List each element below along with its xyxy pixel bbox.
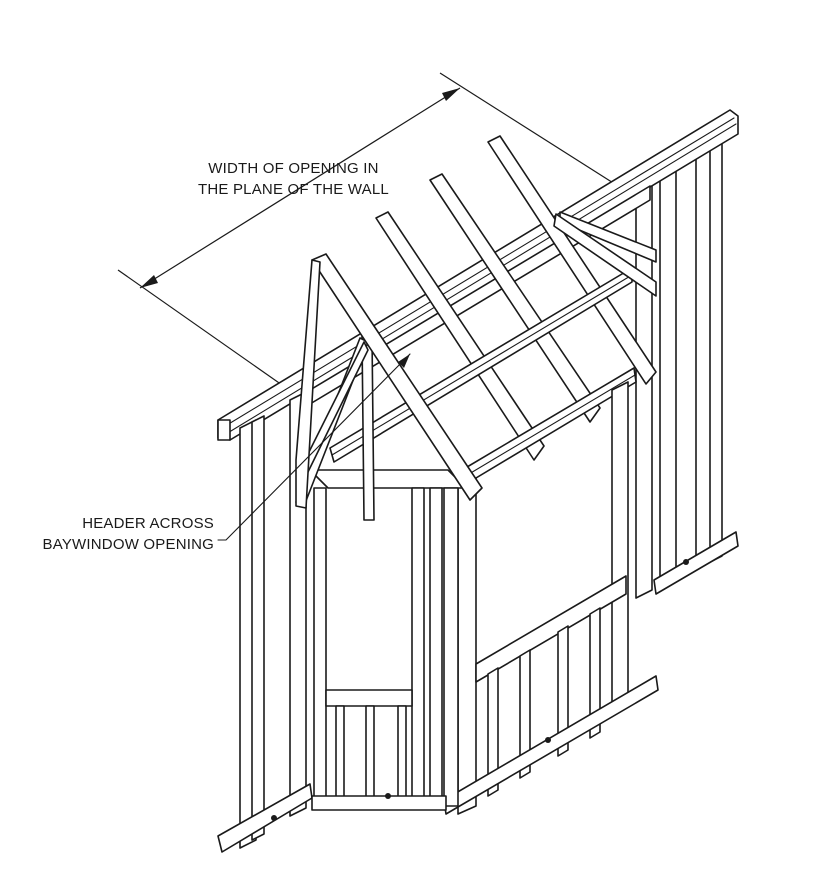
rafter-3 bbox=[429, 173, 601, 423]
anchor-bolt bbox=[683, 559, 689, 565]
dimension-arrow-right bbox=[442, 88, 460, 101]
bay-front-face bbox=[309, 469, 467, 811]
anchor-bolt bbox=[385, 793, 391, 799]
cripple-2 bbox=[519, 649, 531, 779]
right-bracing bbox=[553, 211, 657, 297]
bottom-track-right bbox=[653, 531, 739, 595]
bay-front-stud-corner bbox=[443, 487, 459, 807]
header-across-label: HEADER ACROSS BAYWINDOW OPENING bbox=[0, 513, 214, 555]
bay-front-cripple-2 bbox=[365, 705, 375, 799]
extension-line-left bbox=[117, 269, 293, 393]
header-leader-line bbox=[217, 353, 411, 541]
stud-right-2 bbox=[659, 163, 677, 587]
header-leader-arrow bbox=[398, 354, 410, 368]
bay-front-cripple-1 bbox=[335, 705, 345, 799]
roof-header bbox=[329, 267, 637, 485]
bay-front-header bbox=[309, 469, 467, 489]
bay-front-stud-right bbox=[411, 487, 425, 807]
cripple-1 bbox=[487, 667, 499, 797]
roof-header-front-edge bbox=[463, 374, 636, 478]
bay-corner-stud bbox=[457, 477, 477, 815]
bottom-track-bay-front bbox=[311, 795, 447, 811]
stud-right-king bbox=[635, 177, 653, 599]
rafter-1 bbox=[311, 253, 483, 501]
bay-front-sill bbox=[325, 689, 413, 707]
bay-front-cripple-3 bbox=[397, 705, 407, 799]
bottom-track-left bbox=[217, 783, 313, 853]
cripple-4 bbox=[589, 607, 601, 739]
dimension-line bbox=[139, 87, 461, 289]
rafter-2 bbox=[375, 211, 545, 461]
width-label-line-2: THE PLANE OF THE WALL bbox=[198, 181, 389, 198]
width-label-line-1: WIDTH OF OPENING IN bbox=[208, 160, 379, 177]
stud-right-end-2 bbox=[709, 137, 723, 563]
king-post bbox=[361, 335, 375, 521]
left-bracing bbox=[295, 335, 375, 521]
bay-front-stud-left bbox=[313, 487, 327, 807]
anchor-bolt bbox=[545, 737, 551, 743]
top-plate-end bbox=[217, 419, 231, 441]
anchor-bolt bbox=[271, 815, 277, 821]
brace-right-2 bbox=[553, 213, 657, 297]
stud-left-end-2 bbox=[251, 415, 265, 841]
dimension-arrow-left bbox=[140, 275, 158, 288]
ledger-edge bbox=[331, 274, 633, 456]
front-rafter bbox=[295, 253, 483, 509]
bay-right-stud bbox=[611, 381, 629, 715]
extension-line-right bbox=[439, 72, 619, 187]
header-label-line-2: BAYWINDOW OPENING bbox=[42, 536, 214, 553]
width-of-opening-label: WIDTH OF OPENING IN THE PLANE OF THE WAL… bbox=[198, 158, 389, 200]
rafters bbox=[375, 135, 657, 461]
bay-right-face bbox=[443, 381, 659, 815]
window-sill bbox=[475, 575, 627, 683]
header-label-line-1: HEADER ACROSS bbox=[82, 515, 214, 532]
bay-front-stud-right-2 bbox=[429, 487, 443, 807]
leaders bbox=[217, 353, 411, 541]
rafter-1-left-return bbox=[295, 259, 321, 509]
width-dimension bbox=[117, 72, 619, 393]
cripple-3 bbox=[557, 625, 569, 757]
